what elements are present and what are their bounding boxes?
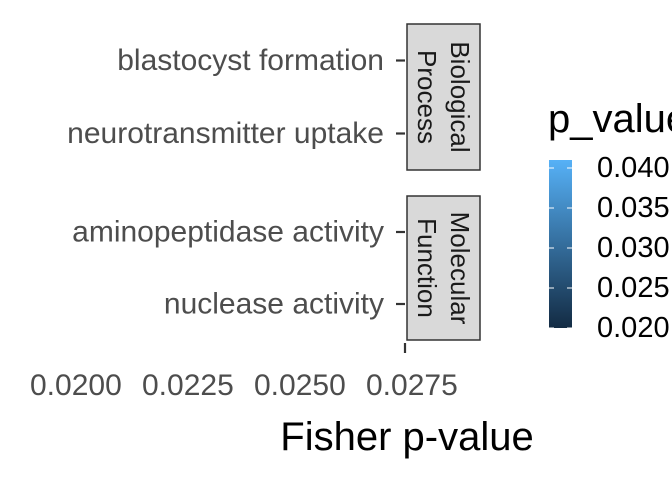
facet-strip <box>406 195 481 341</box>
facet-strip-label: Molecular <box>445 212 475 325</box>
legend-title: p_value <box>548 97 672 141</box>
facet-strip <box>406 23 481 171</box>
x-tick-label: 0.0200 <box>30 369 122 402</box>
x-tick-label: 0.0225 <box>142 369 234 402</box>
legend-colorbar <box>549 160 572 328</box>
legend-tick-label: 0.040 <box>597 152 670 184</box>
x-tick-label: 0.0275 <box>366 369 458 402</box>
legend-tick-label: 0.020 <box>597 312 670 344</box>
y-tick-label: aminopeptidase activity <box>72 216 384 249</box>
facet-strip-label: Process <box>412 50 442 144</box>
legend-tick-label: 0.035 <box>597 192 670 224</box>
y-tick-label: nuclease activity <box>164 288 384 321</box>
y-tick-label: neurotransmitter uptake <box>67 117 384 150</box>
facet-strip-label: Function <box>412 218 442 318</box>
x-axis-title: Fisher p-value <box>280 415 533 459</box>
y-tick-label: blastocyst formation <box>117 44 384 77</box>
facet-strip-label: Biological <box>445 41 475 152</box>
legend-tick-label: 0.030 <box>597 232 670 264</box>
legend-tick-label: 0.025 <box>597 272 670 304</box>
x-tick-label: 0.0250 <box>254 369 346 402</box>
